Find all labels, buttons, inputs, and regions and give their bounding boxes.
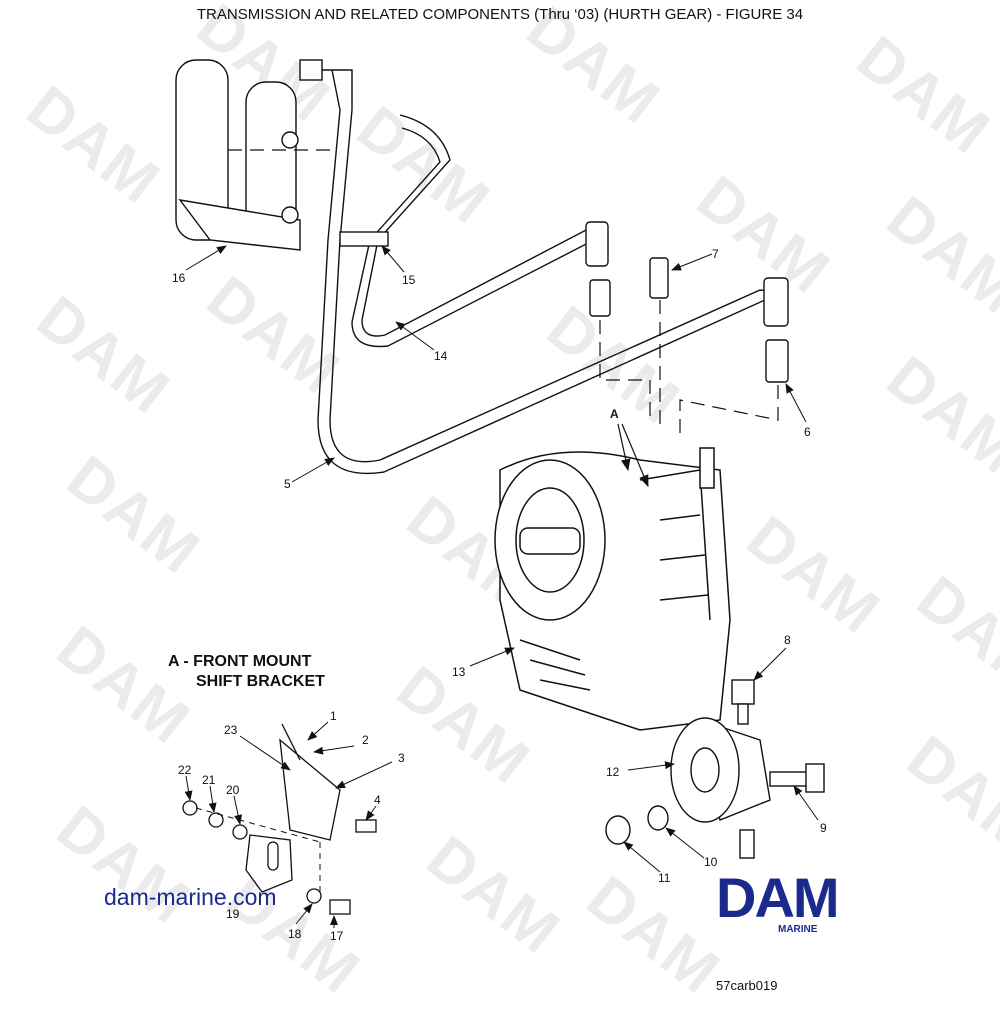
- washer-21: [208, 812, 224, 828]
- callout-9: 9: [820, 821, 827, 835]
- callout-17: 17: [330, 929, 344, 943]
- callout-13: 13: [452, 665, 466, 679]
- detail-title-line2: SHIFT BRACKET: [196, 673, 325, 690]
- callout-22: 22: [178, 763, 192, 777]
- fitting-6: [765, 339, 789, 383]
- detail-dashes: [195, 807, 321, 892]
- callout-21: 21: [202, 773, 216, 787]
- bolt-8: [731, 679, 755, 705]
- callout-12: 12: [606, 765, 620, 779]
- callout-7: 7: [712, 247, 719, 261]
- callout-5: 5: [284, 477, 291, 491]
- dam-marine-logo: DAM MARINE: [716, 866, 896, 936]
- fitting-lower-left: [589, 279, 611, 317]
- callout-15: 15: [402, 273, 416, 287]
- detail-title-line1: A - FRONT MOUNT: [168, 653, 312, 670]
- callout-19: 19: [226, 907, 240, 921]
- callout-numbers: 1 2 3 4 5 6 7 8 9 10 11 12 13 14 15 16 1…: [172, 247, 827, 943]
- bolt-4: [355, 819, 377, 833]
- callout-3: 3: [398, 751, 405, 765]
- page-title: TRANSMISSION AND RELATED COMPONENTS (Thr…: [196, 6, 804, 23]
- callout-23: 23: [224, 723, 238, 737]
- shift-bracket-detail: [182, 723, 377, 915]
- fittings: [585, 221, 789, 383]
- oil-cooler-16: [175, 59, 323, 251]
- callout-18: 18: [288, 927, 302, 941]
- callout-2: 2: [362, 733, 369, 747]
- logo-sub: MARINE: [778, 924, 818, 935]
- connection-lines: [228, 149, 779, 440]
- coupling-assembly: [605, 679, 825, 859]
- callout-10: 10: [704, 855, 718, 869]
- bracket-3: [279, 738, 341, 841]
- callout-14: 14: [434, 349, 448, 363]
- fitting-upper-left: [585, 221, 609, 267]
- callout-6: 6: [804, 425, 811, 439]
- detail-title: A - FRONT MOUNT SHIFT BRACKET: [168, 652, 325, 692]
- callout-8: 8: [784, 633, 791, 647]
- washer-20: [232, 824, 248, 840]
- bolt-17: [329, 899, 351, 915]
- nut-11: [605, 815, 631, 845]
- nut-22: [182, 800, 198, 816]
- transmission-13: [494, 447, 731, 731]
- callout-leaders: [184, 245, 819, 928]
- hose-clamp-15: [339, 231, 389, 247]
- callout-16: 16: [172, 271, 186, 285]
- oil-line-14-inner: [351, 127, 595, 348]
- callout-20: 20: [226, 783, 240, 797]
- washer-10: [647, 805, 669, 831]
- website-link[interactable]: dam-marine.com: [104, 884, 277, 910]
- callout-4: 4: [374, 793, 381, 807]
- oil-line-5: [320, 69, 781, 463]
- detail-a-arrows: [617, 423, 649, 488]
- callout-11: 11: [658, 871, 671, 885]
- fitting-upper-right: [763, 277, 789, 327]
- oil-line-5-inner: [317, 69, 783, 474]
- callout-1: 1: [330, 709, 337, 723]
- hoses-and-lines: [317, 69, 783, 474]
- oil-line-14: [361, 114, 591, 337]
- image-code: 57carb019: [716, 978, 778, 993]
- washer-18: [306, 888, 322, 904]
- detail-label-a: A: [610, 407, 619, 421]
- sender-7: [649, 257, 669, 299]
- logo-main: DAM: [716, 866, 840, 929]
